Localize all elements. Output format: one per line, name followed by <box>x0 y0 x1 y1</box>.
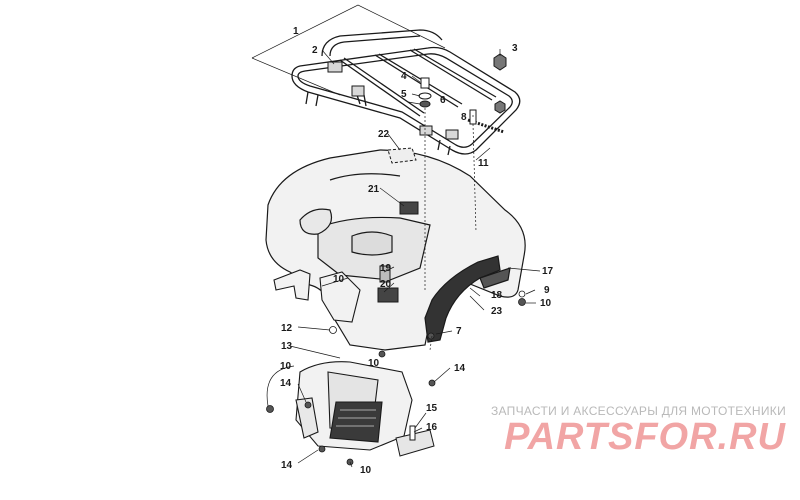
rack-brackets <box>327 61 459 140</box>
callout-22: 22 <box>378 129 390 140</box>
callout-10-center: 10 <box>368 358 380 369</box>
callout-20: 20 <box>380 279 392 290</box>
callout-10-left: 10 <box>280 361 292 372</box>
leader-lines <box>251 4 541 468</box>
callout-14-left: 14 <box>280 378 292 389</box>
callout-1: 1 <box>293 26 299 37</box>
callout-12: 12 <box>281 323 293 334</box>
watermark-tagline: ЗАПЧАСТИ И АКСЕССУАРЫ ДЛЯ МОТОТЕХНИКИ <box>490 404 786 418</box>
callout-4: 4 <box>401 71 407 82</box>
callout-15: 15 <box>426 403 438 414</box>
callout-7: 7 <box>456 326 462 337</box>
callout-21: 21 <box>368 184 380 195</box>
rear-fender <box>265 149 526 351</box>
footwell <box>295 361 413 451</box>
callout-23: 23 <box>491 306 503 317</box>
fasteners <box>266 290 526 466</box>
callout-10-bottom: 10 <box>360 465 372 476</box>
callout-labels: 1 2 3 4 5 6 7 8 9 10 10 10 10 10 11 12 1… <box>280 26 554 476</box>
callout-14-right: 14 <box>454 363 466 374</box>
callout-8: 8 <box>461 112 467 123</box>
callout-6: 6 <box>440 95 446 106</box>
callout-3: 3 <box>512 43 518 54</box>
callout-10-fender-nut: 10 <box>540 298 552 309</box>
callout-17: 17 <box>542 266 554 277</box>
callout-2: 2 <box>312 45 318 56</box>
callout-5: 5 <box>401 89 407 100</box>
decals <box>377 147 419 303</box>
callout-19: 19 <box>380 263 392 274</box>
callout-13: 13 <box>281 341 293 352</box>
callout-18: 18 <box>491 290 503 301</box>
side-brackets <box>273 269 361 323</box>
callout-9: 9 <box>544 285 550 296</box>
callout-11: 11 <box>478 158 489 169</box>
callout-16: 16 <box>426 422 438 433</box>
callout-10-rear: 10 <box>333 274 345 285</box>
watermark-logo: PARTSFOR.RU <box>504 416 786 458</box>
callout-14-bottom: 14 <box>281 460 293 471</box>
foot-strip <box>395 425 435 457</box>
